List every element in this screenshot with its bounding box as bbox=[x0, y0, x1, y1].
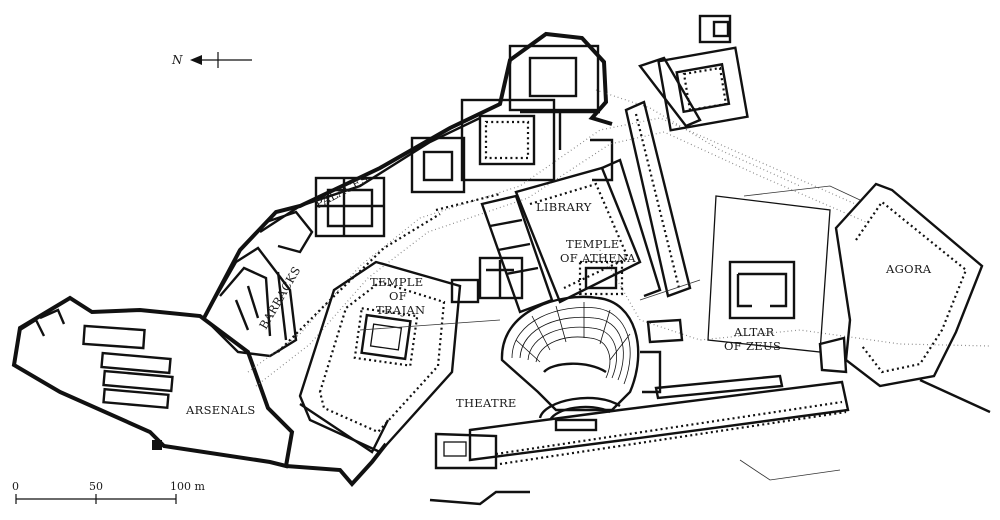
label-agora: AGORA bbox=[885, 262, 932, 276]
label-barracks: BARRACKS bbox=[256, 264, 303, 332]
athena-sanctuary bbox=[514, 158, 662, 304]
library-building bbox=[478, 194, 554, 314]
label-temple-trajan-2: OF bbox=[389, 289, 407, 303]
agora-complex bbox=[818, 182, 991, 414]
north-label: N bbox=[171, 53, 183, 67]
theatre-terrace bbox=[359, 279, 850, 506]
label-temple-trajan-1: TEMPLE bbox=[370, 275, 423, 289]
scale-bar: 0 50 100 m bbox=[12, 480, 205, 504]
label-arsenals: ARSENALS bbox=[185, 403, 256, 417]
label-temple-athena-2: OF ATHENA bbox=[560, 251, 636, 265]
theatre bbox=[500, 295, 640, 432]
barracks-complex bbox=[202, 210, 314, 358]
main-road bbox=[247, 89, 991, 387]
label-temple-trajan-3: TRAJAN bbox=[376, 303, 425, 317]
label-altar-1: ALTAR bbox=[733, 325, 775, 339]
label-temple-athena-1: TEMPLE bbox=[566, 237, 619, 251]
label-library: LIBRARY bbox=[536, 200, 592, 214]
label-altar-2: OF ZEUS bbox=[724, 339, 781, 353]
scale-tick-100: 100 m bbox=[170, 480, 205, 493]
arsenal-buildings bbox=[19, 308, 174, 450]
temple-of-trajan-precinct bbox=[298, 260, 480, 454]
north-arrow: N bbox=[171, 52, 252, 68]
label-theatre: THEATRE bbox=[456, 396, 517, 410]
altar-of-zeus bbox=[728, 260, 796, 320]
northeast-complex bbox=[657, 14, 749, 132]
scale-tick-0: 0 bbox=[12, 480, 19, 493]
east-stoa bbox=[624, 56, 702, 298]
palaces-complex bbox=[314, 44, 614, 238]
scale-tick-50: 50 bbox=[89, 480, 103, 493]
temple-of-athena bbox=[578, 260, 624, 296]
temple-of-trajan bbox=[353, 307, 419, 367]
